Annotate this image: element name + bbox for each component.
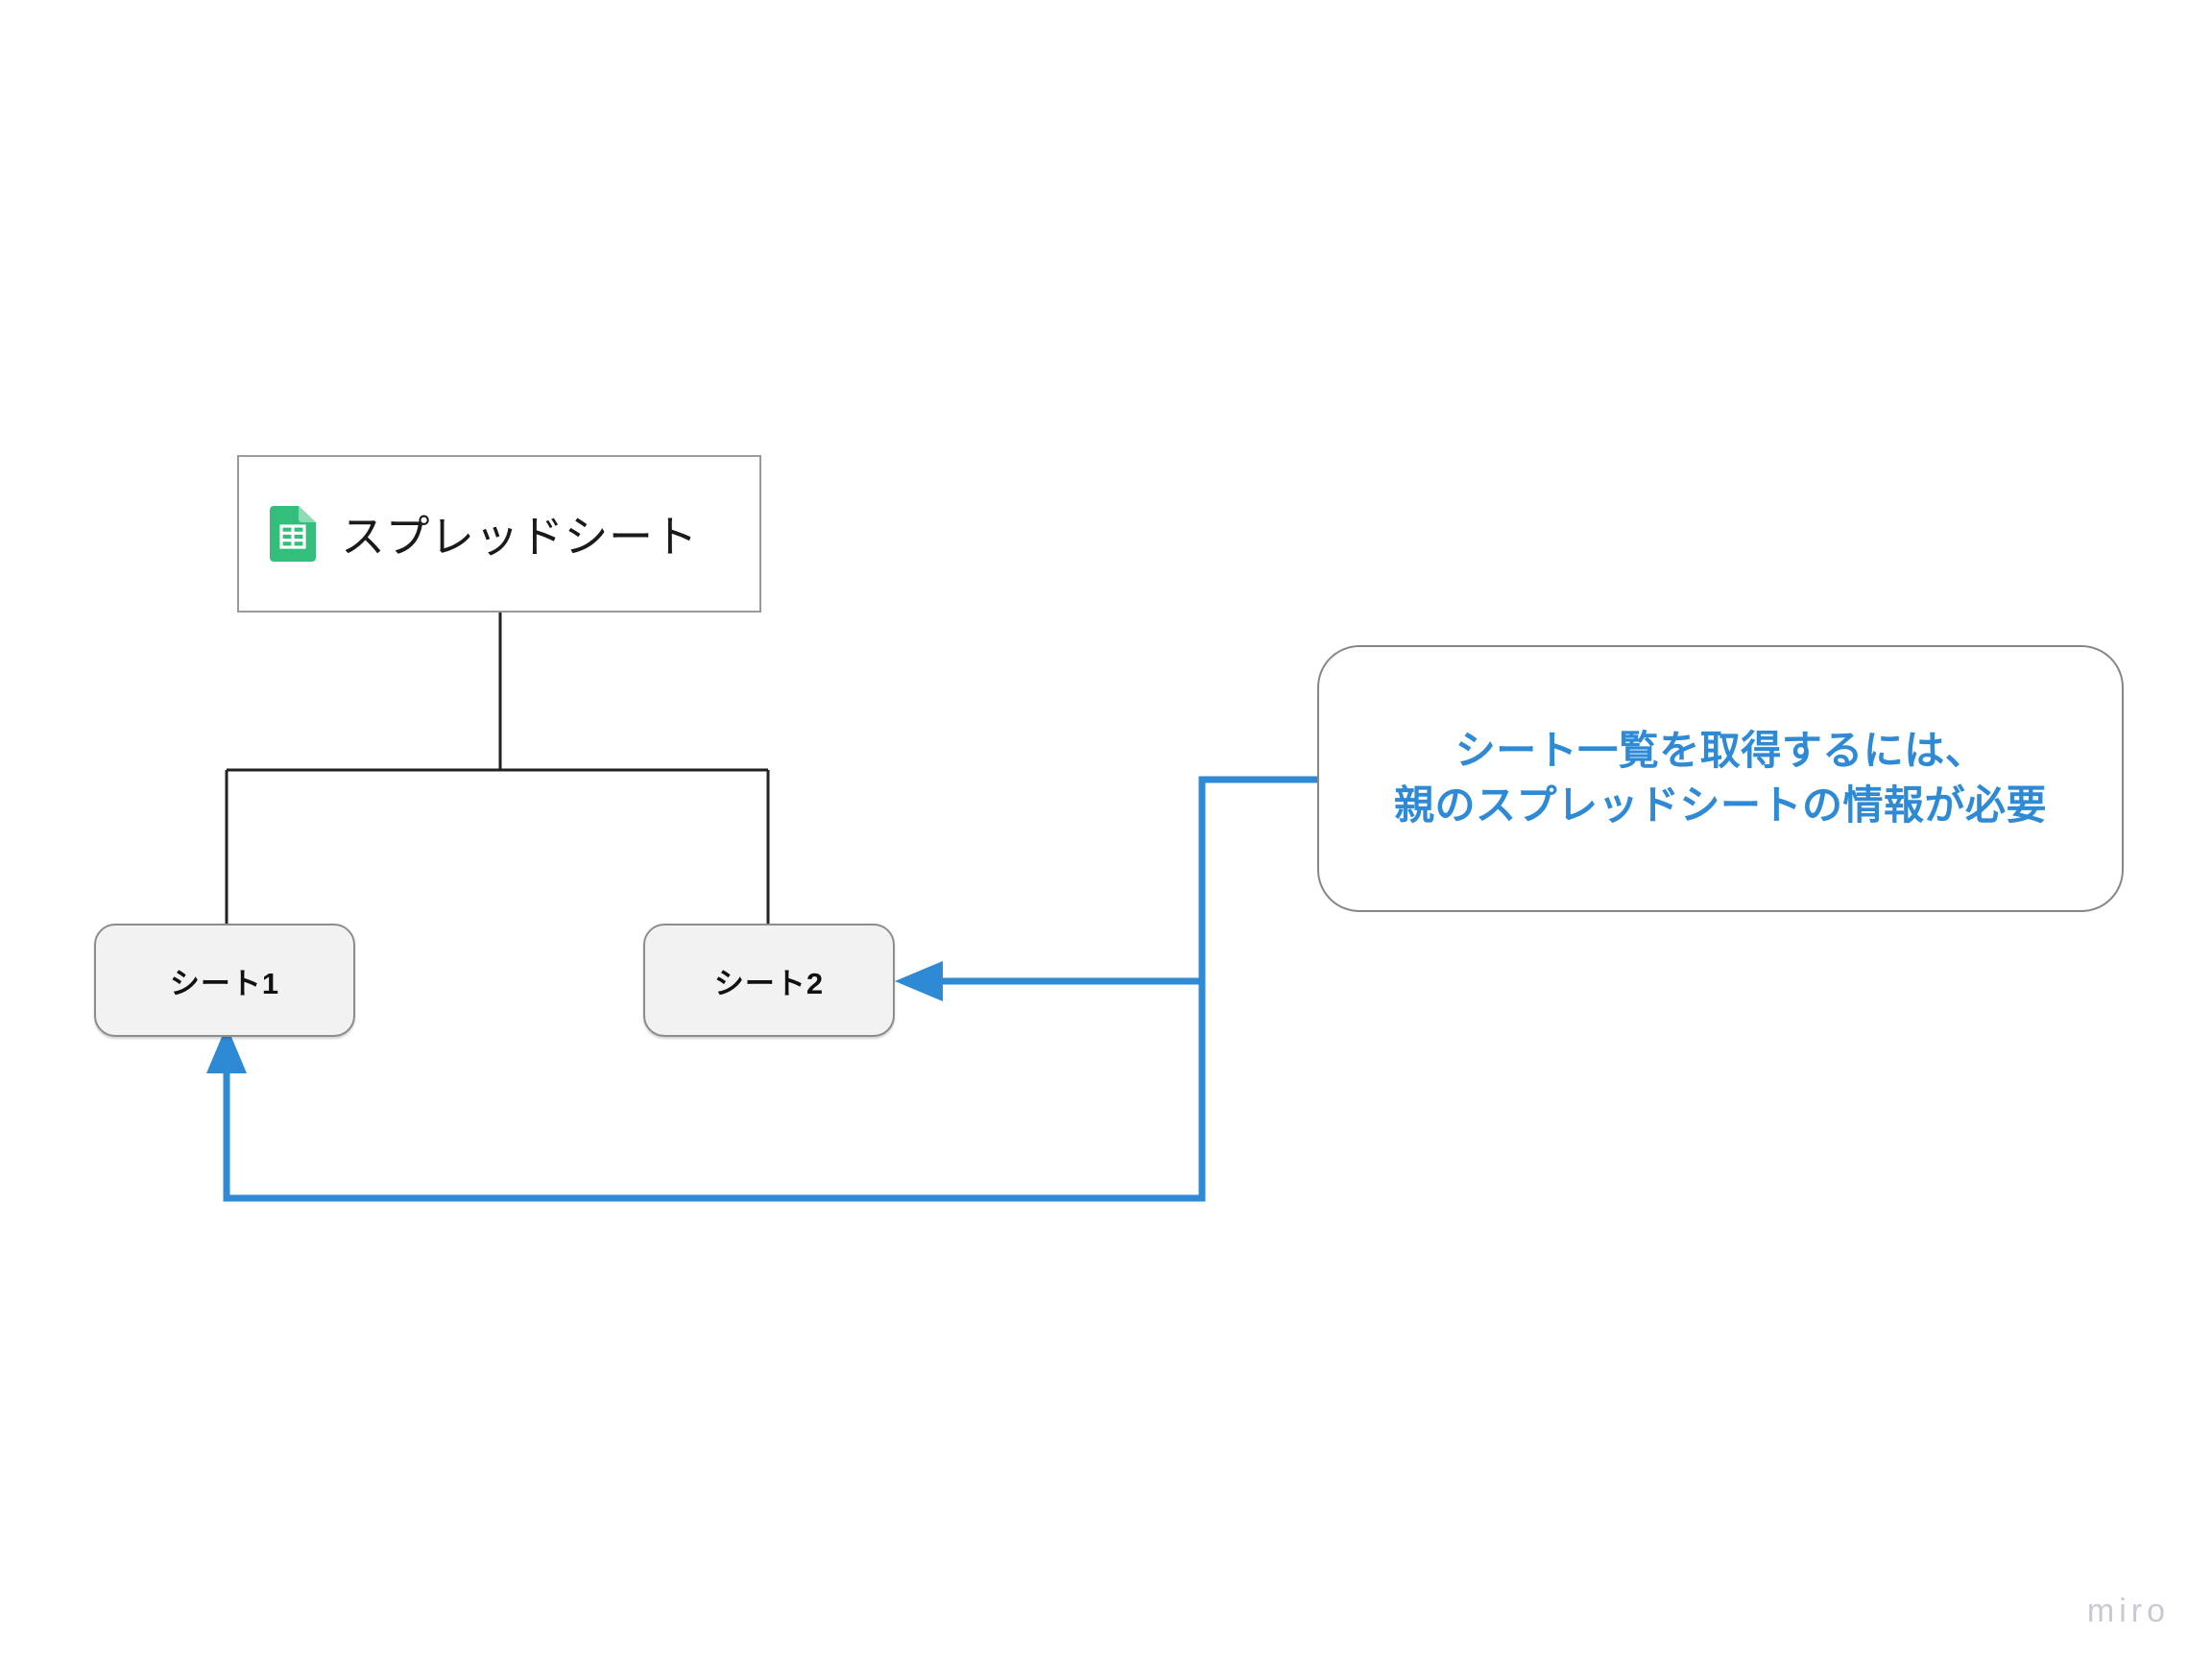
tree-connector-group xyxy=(225,613,770,924)
annotation-connector-sheet2 xyxy=(929,776,1317,985)
annotation-arrowhead-sheet2 xyxy=(895,961,943,1001)
miro-watermark: miro xyxy=(2086,1593,2170,1629)
node-sheet-1[interactable]: シート1 xyxy=(94,924,355,1037)
node-spreadsheet-label: スプレッドシート xyxy=(341,512,698,562)
annotation-callout-line-1: シート一覧を取得するには、 xyxy=(1455,728,1986,774)
node-sheet-1-label: シート1 xyxy=(169,966,280,1000)
node-sheet-2[interactable]: シート2 xyxy=(643,924,895,1037)
google-sheets-icon xyxy=(270,506,316,562)
annotation-callout-line-2: 親のスプレッドシートの情報が必要 xyxy=(1393,782,2047,828)
node-sheet-2-label: シート2 xyxy=(713,966,825,1000)
annotation-callout[interactable]: シート一覧を取得するには、 親のスプレッドシートの情報が必要 xyxy=(1317,645,2124,912)
node-spreadsheet[interactable]: スプレッドシート xyxy=(237,455,761,613)
